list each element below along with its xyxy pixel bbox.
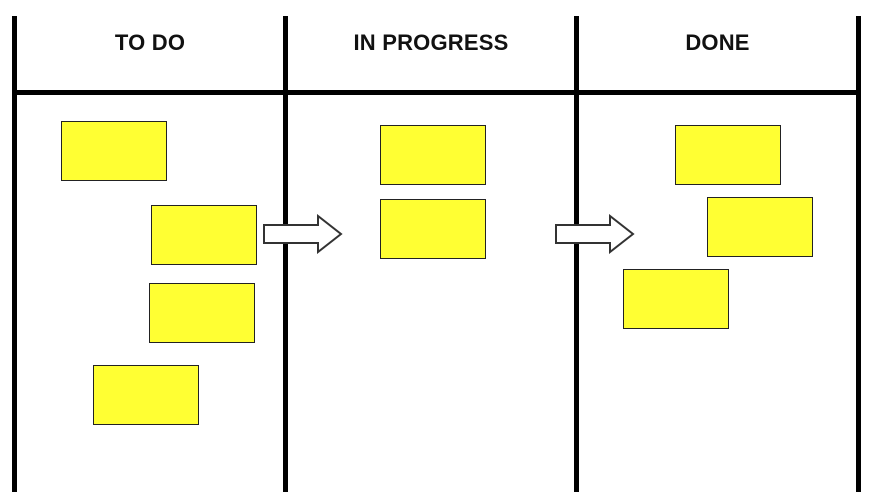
board-border-right <box>856 16 861 492</box>
sticky-note[interactable] <box>380 199 486 259</box>
column-divider <box>283 16 288 492</box>
sticky-note[interactable] <box>380 125 486 185</box>
right-arrow-icon <box>555 214 635 254</box>
sticky-note[interactable] <box>93 365 199 425</box>
sticky-note[interactable] <box>675 125 781 185</box>
column-divider <box>574 16 579 492</box>
sticky-note[interactable] <box>151 205 257 265</box>
right-arrow-icon <box>263 214 343 254</box>
sticky-note[interactable] <box>623 269 729 329</box>
header-divider <box>13 90 861 95</box>
sticky-note[interactable] <box>707 197 813 257</box>
column-title-done: DONE <box>685 30 750 55</box>
sticky-note[interactable] <box>149 283 255 343</box>
board-border-left <box>12 16 17 492</box>
column-title-in-progress: IN PROGRESS <box>353 30 509 55</box>
column-title-todo: TO DO <box>114 30 186 55</box>
sticky-note[interactable] <box>61 121 167 181</box>
